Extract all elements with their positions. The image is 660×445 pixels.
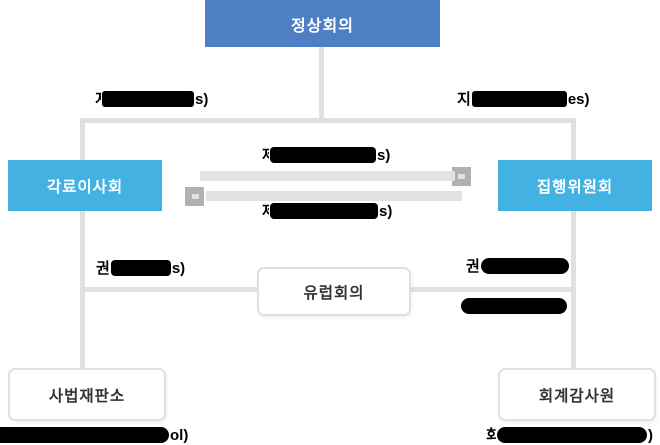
redaction-bar — [471, 91, 567, 107]
connector-line-mid-right — [407, 287, 574, 292]
connector-line-left-drop — [80, 120, 85, 160]
node-european-assembly: 유럽회의 — [257, 267, 411, 316]
label-arrow-to-council: 제 s) — [262, 202, 392, 222]
label-arrow-to-commission-prefix: 제 — [262, 147, 269, 164]
label-bottom-right-suffix: ) — [648, 427, 653, 444]
arrowhead-left-notch — [192, 194, 199, 199]
node-council-label: 각료이사회 — [46, 178, 124, 196]
node-court-of-justice: 사법재판소 — [8, 368, 166, 421]
redaction-bar — [270, 203, 378, 219]
label-top-left: 지 s) — [95, 90, 208, 110]
label-bottom-left-suffix: ol) — [170, 427, 189, 444]
node-court-of-justice-label: 사법재판소 — [48, 387, 126, 405]
connector-line-top-horizontal — [80, 118, 576, 123]
redaction-bar — [102, 91, 194, 107]
label-bottom-left: ol) — [0, 426, 188, 445]
label-top-right: 지 es) — [457, 90, 590, 110]
label-mid-right-line1: 권 — [466, 257, 570, 277]
node-court-of-auditors-label: 회계감사원 — [538, 387, 616, 405]
label-mid-left: 권 s) — [96, 259, 185, 279]
redaction-bar — [0, 427, 169, 443]
redaction-bar — [497, 427, 647, 443]
arrow-bar-left — [206, 191, 462, 201]
redaction-bar — [480, 258, 569, 274]
node-commission: 집행위원회 — [498, 160, 652, 211]
connector-line-summit-drop — [319, 47, 324, 120]
label-mid-right-line1-prefix: 권 — [466, 258, 480, 275]
node-european-assembly-label: 유럽회의 — [303, 284, 365, 302]
label-arrow-to-council-prefix: 제 — [262, 203, 269, 220]
node-court-of-auditors: 회계감사원 — [498, 368, 656, 421]
connector-line-right-drop — [571, 120, 576, 160]
label-bottom-right-prefix: 회 — [486, 427, 496, 444]
redaction-bar — [270, 147, 376, 163]
connector-line-mid-left — [82, 287, 257, 292]
node-council: 각료이사회 — [8, 160, 162, 211]
node-commission-label: 집행위원회 — [536, 178, 614, 196]
label-top-right-prefix: 지 — [457, 91, 471, 108]
label-top-right-suffix: es) — [567, 91, 590, 108]
label-mid-left-suffix: s) — [171, 260, 186, 277]
label-top-left-suffix: s) — [195, 91, 209, 108]
label-arrow-to-council-suffix: s) — [379, 203, 393, 220]
label-bottom-right: 회) — [486, 426, 653, 445]
redaction-bar — [110, 260, 171, 276]
label-arrow-to-commission-suffix: s) — [377, 147, 391, 164]
arrowhead-right-notch — [458, 174, 465, 179]
label-mid-right-line2 — [460, 297, 568, 317]
node-summit-label: 정상회의 — [291, 17, 354, 35]
node-summit: 정상회의 — [205, 0, 440, 47]
label-arrow-to-commission: 제 s) — [262, 146, 390, 166]
redaction-bar — [461, 298, 567, 314]
label-mid-left-prefix: 권 — [96, 260, 110, 277]
arrow-bar-right — [200, 171, 455, 181]
label-top-left-prefix: 지 — [95, 90, 101, 110]
